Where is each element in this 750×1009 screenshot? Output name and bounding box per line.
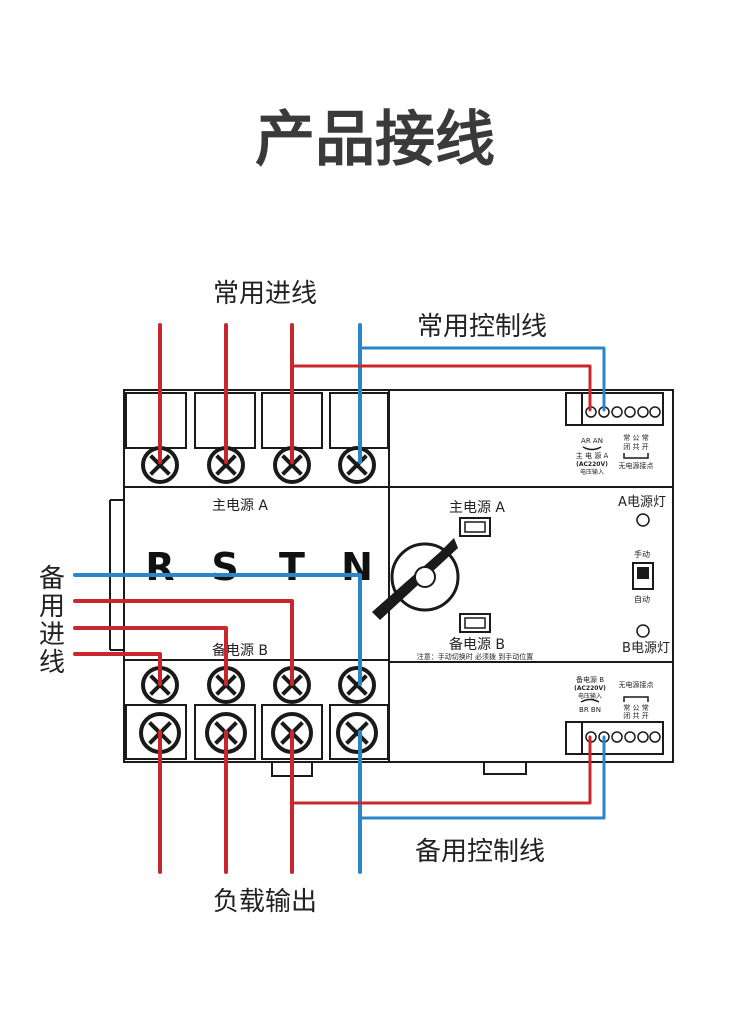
phase-letter: N [341, 545, 373, 589]
lamp-a-icon [636, 513, 650, 527]
phase-letter: T [279, 545, 305, 589]
phase-letter: S [211, 545, 238, 589]
wires [73, 323, 606, 874]
bottom-no-power-label: 无电源接点 [619, 680, 654, 689]
backup-indicator-window [459, 613, 491, 633]
top-contacts2-label: 闭 共 开 [623, 442, 648, 451]
wire-backup-s [73, 626, 228, 686]
page-title: 产品接线 [255, 105, 495, 175]
br-bn-label: BR BN [579, 706, 601, 714]
ar-an-label: AR AN [581, 437, 603, 445]
wire-backup-control-red [290, 735, 592, 805]
backup-control-label: 备用控制线 [415, 837, 545, 867]
bottom-voltage-input-label: 电压输入 [578, 692, 602, 700]
main-power-label: 主电源 A [212, 498, 268, 514]
switch-manual-label: 手动 [634, 549, 650, 559]
screw-terminal-icon [141, 446, 179, 484]
backup-input-label-3: 进 [39, 620, 65, 650]
mode-switch[interactable] [632, 562, 654, 590]
bottom-backup-b-label: 备电源 B [576, 675, 604, 684]
switch-device [109, 389, 674, 777]
panel-main-label: 主电源 A [449, 500, 505, 516]
screw-terminals [139, 446, 378, 754]
top-main-a-label: 主 电 源 A [576, 451, 609, 460]
wire-backup-r [73, 652, 162, 686]
lamp-b-label: B电源灯 [622, 641, 670, 656]
bottom-voltage-label: (AC220V) [574, 685, 606, 692]
bottom-contacts-label: 常 公 常 [623, 703, 648, 712]
screw-terminal-icon [338, 446, 376, 484]
normal-input-label: 常用进线 [213, 279, 317, 309]
wire-backup-control-blue [358, 735, 606, 820]
wire-backup-t [73, 599, 294, 686]
top-no-power-label: 无电源接点 [619, 461, 654, 470]
top-voltage-label: (AC220V) [576, 461, 608, 468]
bottom-contacts2-label: 闭 共 开 [623, 711, 648, 720]
bottom-control-terminal [565, 721, 664, 755]
lamp-a-label: A电源灯 [618, 495, 666, 510]
lamp-b-icon [636, 624, 650, 638]
panel-backup-label: 备电源 B [449, 636, 505, 653]
backup-power-label: 备电源 B [212, 642, 268, 659]
backup-input-label-1: 备 [39, 564, 65, 594]
main-indicator-window [459, 517, 491, 537]
top-contacts-label: 常 公 常 [623, 433, 648, 442]
top-control-terminal [565, 392, 664, 426]
phase-letter: R [145, 545, 174, 589]
wire-backup-n [73, 573, 362, 686]
switch-auto-label: 自动 [634, 594, 650, 604]
rotary-handle[interactable] [372, 538, 460, 620]
backup-input-label-2: 用 [39, 592, 65, 622]
screw-terminal-icon [336, 712, 378, 754]
top-voltage-input-label: 电压输入 [580, 468, 604, 476]
top-terminal-housings [125, 392, 389, 449]
normal-control-label: 常用控制线 [417, 312, 547, 342]
screw-terminal-icon [338, 666, 376, 704]
manual-notice: 注意：手动切换时 必须拨 到手动位置 [417, 652, 533, 661]
wire-normal-control-blue [358, 346, 606, 412]
load-output-label: 负载输出 [213, 887, 317, 917]
backup-input-label-4: 线 [39, 648, 65, 678]
wire-normal-control-red [290, 364, 592, 412]
